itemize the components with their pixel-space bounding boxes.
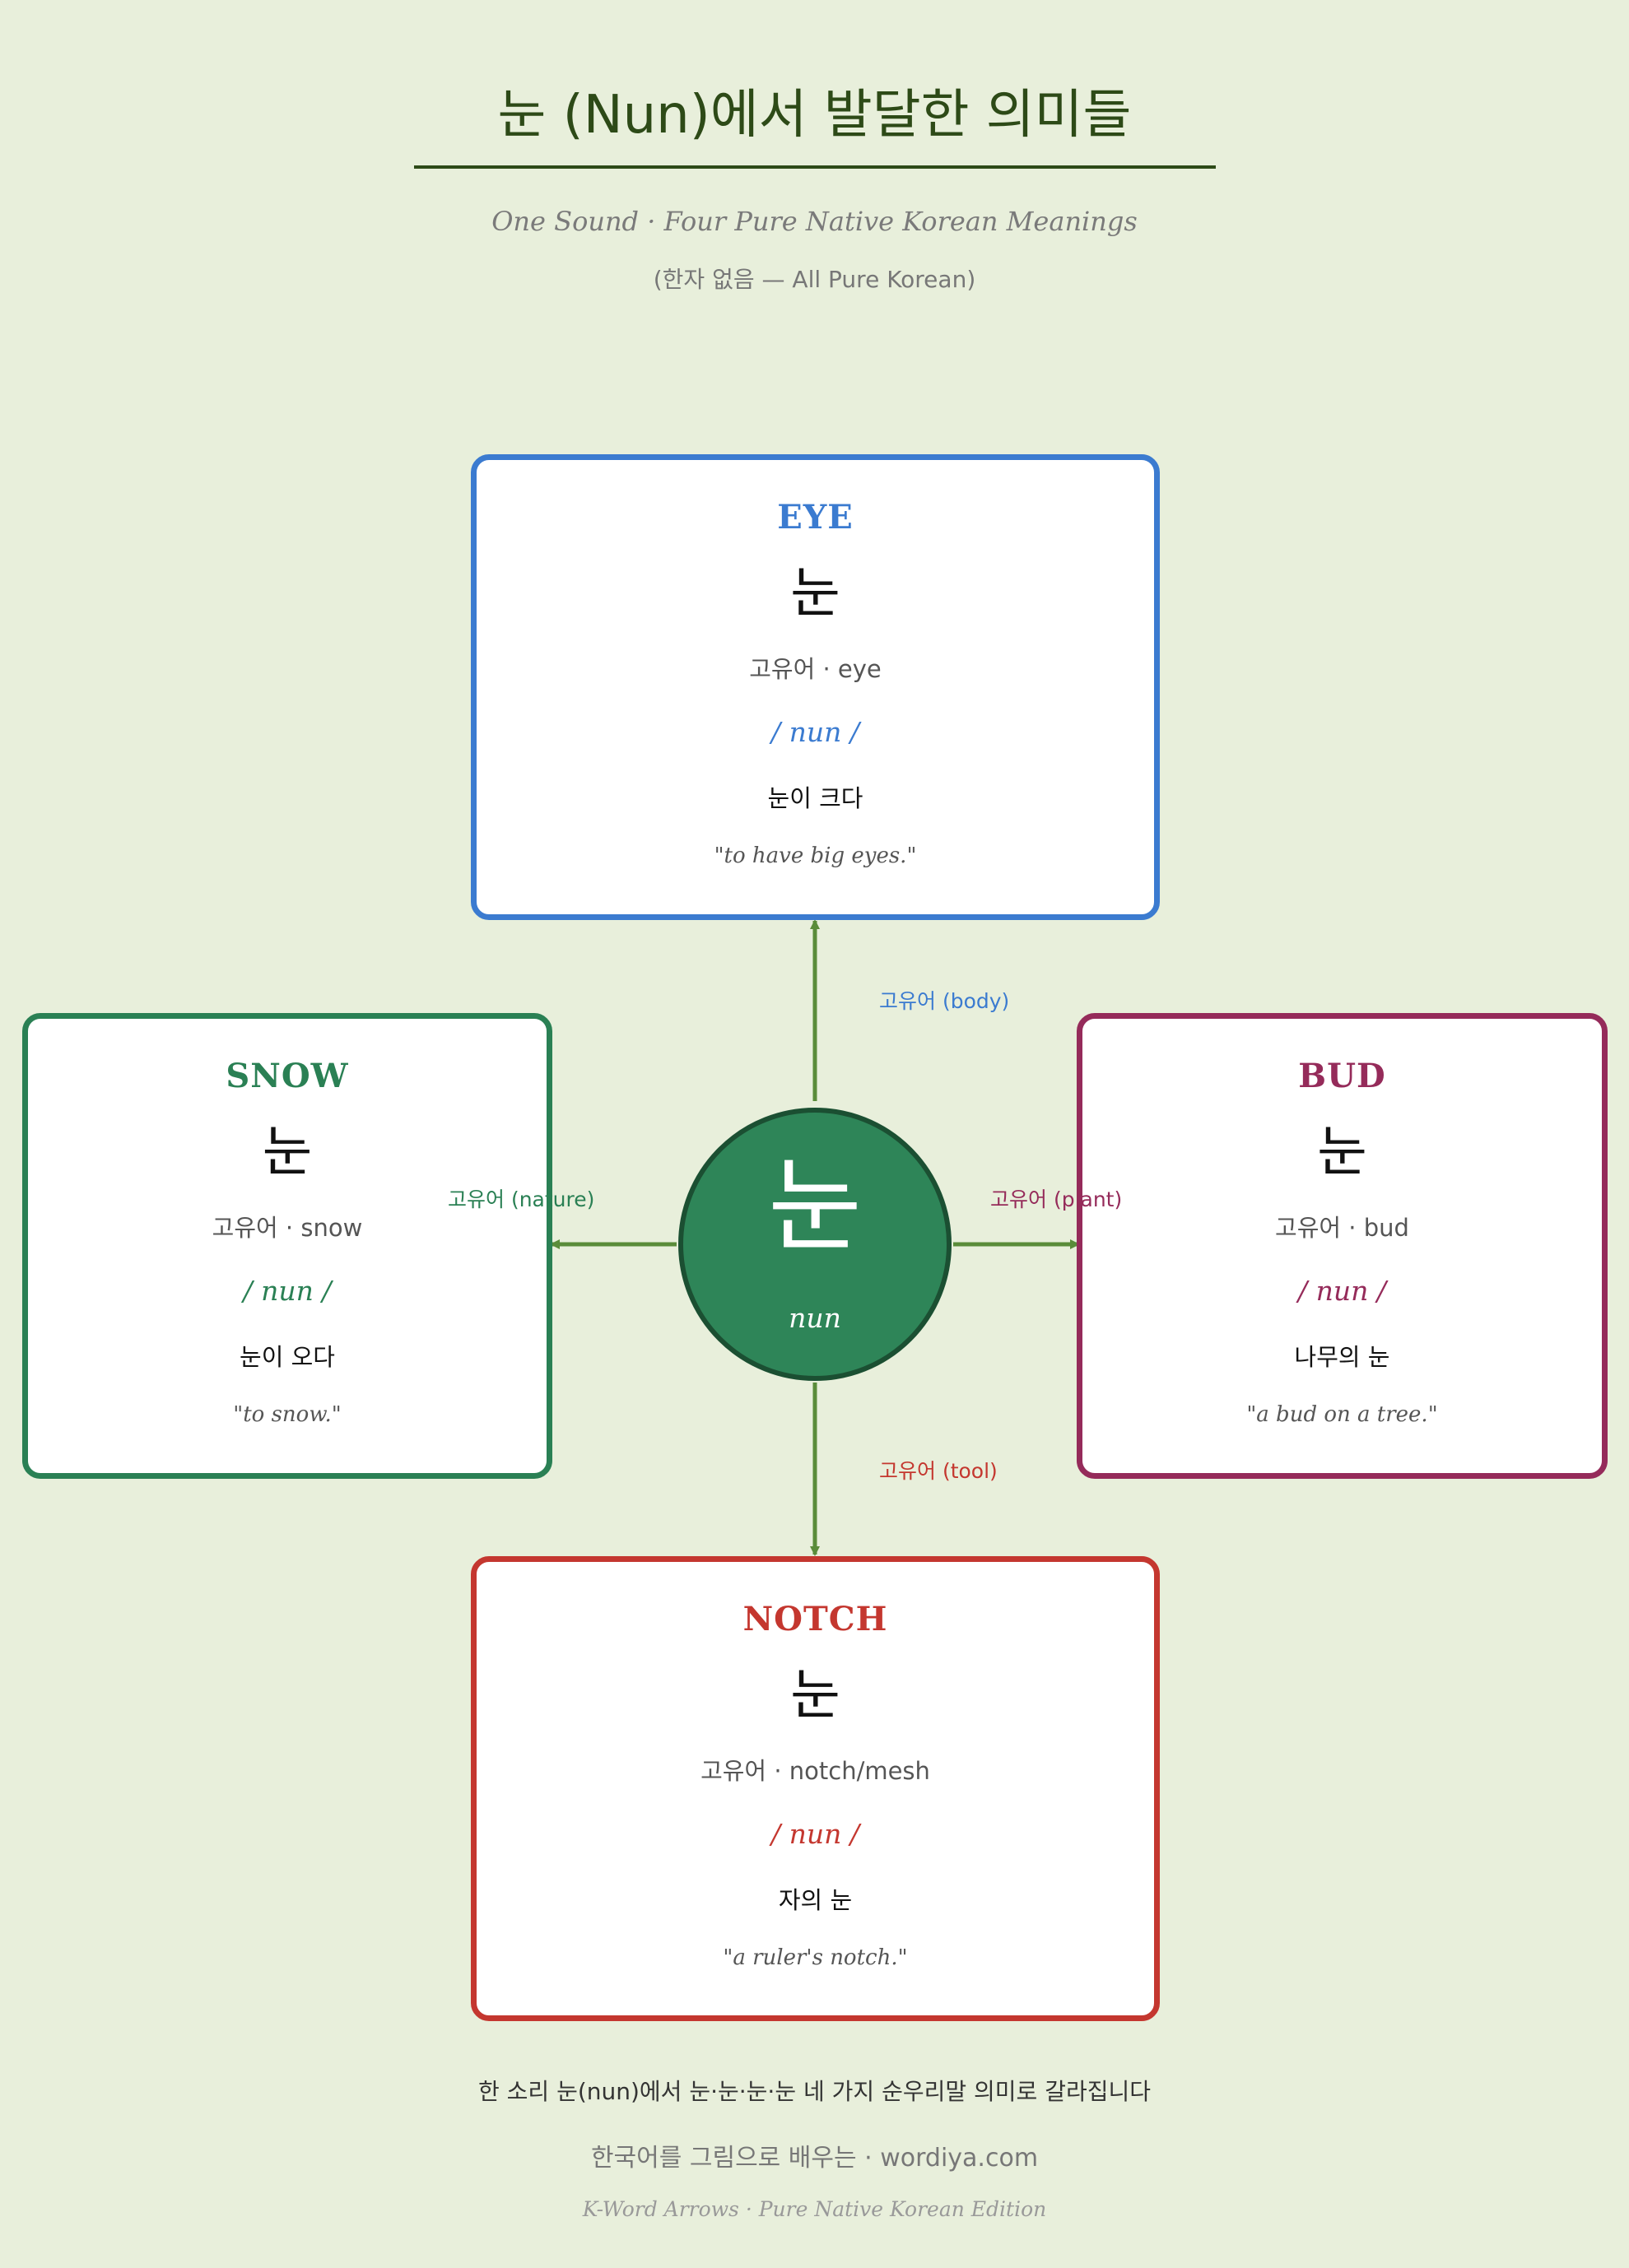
page-subtitle: One Sound · Four Pure Native Korean Mean…: [491, 206, 1138, 237]
card-translation: "a ruler's notch.": [723, 1945, 908, 1970]
meaning-card-eye: EYE 눈 고유어 · eye / nun / 눈이 크다 "to have b…: [471, 454, 1160, 920]
page-title: 눈 (Nun)에서 발달한 의미들: [497, 85, 1132, 146]
edge-label-snow: 고유어 (nature): [448, 1187, 595, 1211]
card-translation: "to snow.": [233, 1402, 342, 1427]
card-glyph: 눈: [790, 561, 840, 625]
card-gloss: 고유어 · snow: [212, 1214, 363, 1242]
edge-label-bud: 고유어 (plant): [990, 1187, 1123, 1211]
hub-glyph: 눈: [767, 1147, 863, 1266]
card-glyph: 눈: [1317, 1120, 1367, 1183]
card-gloss: 고유어 · bud: [1275, 1214, 1409, 1242]
footer-edition: K-Word Arrows · Pure Native Korean Editi…: [582, 2197, 1047, 2221]
card-glyph: 눈: [262, 1120, 313, 1183]
card-heading: NOTCH: [742, 1600, 888, 1638]
meaning-card-bud: BUD 눈 고유어 · bud / nun / 나무의 눈 "a bud on …: [1077, 1013, 1608, 1479]
footer-summary: 한 소리 눈(nun)에서 눈·눈·눈·눈 네 가지 순우리말 의미로 갈라집니…: [478, 2078, 1151, 2105]
card-romanization: / nun /: [771, 716, 859, 748]
meaning-card-snow: SNOW 눈 고유어 · snow / nun / 눈이 오다 "to snow…: [22, 1013, 552, 1479]
card-heading: EYE: [777, 498, 854, 537]
card-heading: SNOW: [226, 1057, 349, 1095]
card-example: 눈이 오다: [240, 1343, 335, 1371]
card-heading: BUD: [1298, 1057, 1386, 1095]
center-hub: 눈 nun: [678, 1108, 952, 1381]
title-underline: [414, 165, 1216, 169]
card-translation: "a bud on a tree.": [1246, 1402, 1438, 1427]
hub-romanization: nun: [789, 1302, 841, 1334]
card-example: 자의 눈: [778, 1886, 853, 1914]
card-romanization: / nun /: [771, 1818, 859, 1850]
card-example: 눈이 크다: [767, 784, 863, 812]
page-note: (한자 없음 — All Pure Korean): [653, 266, 976, 293]
card-romanization: / nun /: [243, 1275, 332, 1307]
card-example: 나무의 눈: [1294, 1343, 1390, 1371]
meaning-card-notch: NOTCH 눈 고유어 · notch/mesh / nun / 자의 눈 "a…: [471, 1556, 1160, 2021]
card-gloss: 고유어 · notch/mesh: [700, 1757, 930, 1785]
card-gloss: 고유어 · eye: [749, 655, 882, 683]
edge-label-eye: 고유어 (body): [879, 989, 1010, 1013]
card-romanization: / nun /: [1298, 1275, 1386, 1307]
card-glyph: 눈: [790, 1663, 840, 1727]
card-translation: "to have big eyes.": [714, 844, 917, 868]
footer-site: 한국어를 그림으로 배우는 · wordiya.com: [590, 2144, 1039, 2173]
edge-label-notch: 고유어 (tool): [879, 1459, 998, 1483]
